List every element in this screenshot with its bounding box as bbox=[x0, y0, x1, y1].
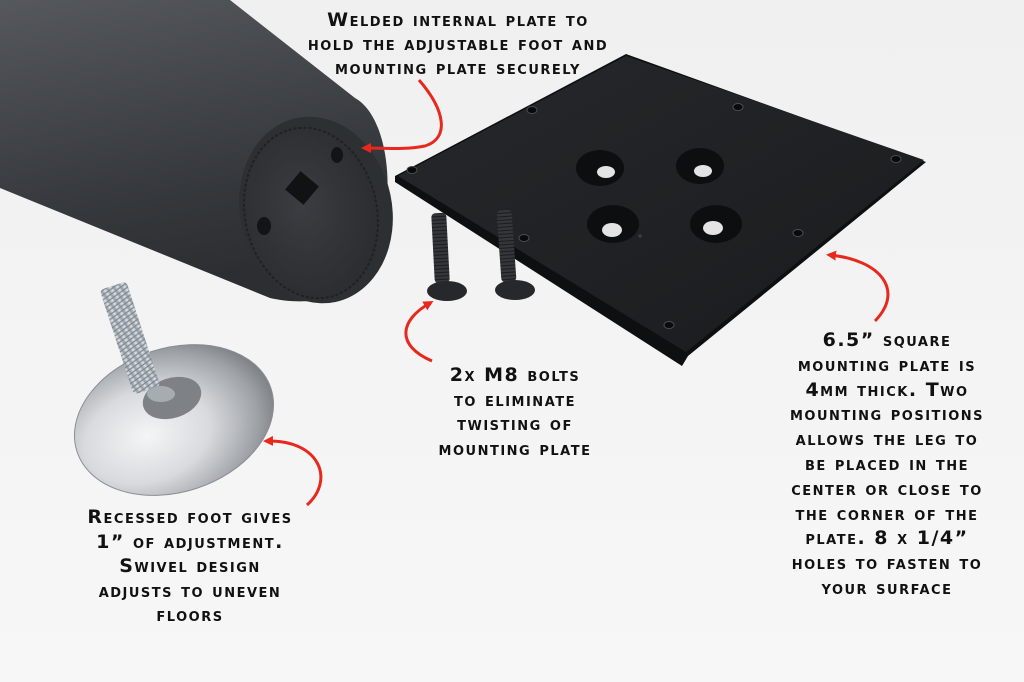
annotation-welded-plate: Welded internal plate to hold the adjust… bbox=[248, 8, 668, 80]
arrow-icon bbox=[361, 79, 443, 154]
annotation-line: 1” of adjustment. bbox=[96, 530, 284, 553]
annotation-bolts: 2x M8 bolts to eliminate twisting of mou… bbox=[400, 363, 630, 461]
annotation-line: plate. 8 x 1/4” bbox=[805, 527, 969, 550]
annotation-line: twisting of bbox=[457, 413, 573, 435]
annotation-line: 6.5” square bbox=[822, 329, 952, 351]
annotation-line: be placed in the bbox=[804, 452, 970, 475]
annotation-line: allows the leg to bbox=[795, 428, 979, 451]
annotation-line: hold the adjustable foot and bbox=[307, 33, 609, 55]
countersunk-hole-icon bbox=[690, 205, 742, 243]
annotation-line: mounting positions bbox=[789, 403, 985, 426]
bolt-left bbox=[427, 212, 467, 301]
annotation-line: mounting plate securely bbox=[335, 57, 581, 79]
table-leg bbox=[0, 0, 393, 304]
arrow-icon bbox=[404, 301, 434, 363]
annotation-line: Recessed foot gives bbox=[87, 506, 293, 528]
bolt-right bbox=[495, 209, 535, 300]
threaded-hole-icon bbox=[331, 147, 343, 163]
annotation-arrows bbox=[263, 79, 890, 507]
adjustable-foot bbox=[73, 282, 275, 496]
countersunk-hole-icon bbox=[587, 205, 639, 243]
annotation-line: mounting plate bbox=[438, 437, 592, 460]
square-hole-icon bbox=[285, 171, 319, 205]
annotation-mounting-plate: 6.5” square mounting plate is 4mm thick.… bbox=[755, 328, 1019, 601]
arrow-icon bbox=[826, 250, 890, 323]
annotation-foot: Recessed foot gives 1” of adjustment. Sw… bbox=[40, 505, 340, 628]
annotation-line: Welded internal plate to bbox=[327, 9, 589, 31]
countersunk-hole-icon bbox=[576, 150, 624, 186]
arrow-icon bbox=[263, 435, 323, 507]
annotation-line: your surface bbox=[821, 576, 953, 599]
annotation-line: 4mm thick. Two bbox=[805, 378, 969, 401]
annotation-line: Swivel design bbox=[119, 555, 261, 577]
annotation-line: floors bbox=[156, 604, 224, 626]
countersunk-hole-icon bbox=[676, 148, 724, 184]
annotation-line: 2x M8 bolts bbox=[449, 364, 581, 386]
mounting-plate bbox=[395, 54, 926, 366]
threaded-hole-icon bbox=[257, 217, 271, 235]
annotation-line: center or close to bbox=[791, 477, 983, 500]
annotation-line: mounting plate is bbox=[797, 353, 977, 376]
annotation-line: adjusts to uneven bbox=[98, 579, 282, 602]
annotation-line: holes to fasten to bbox=[791, 552, 983, 575]
annotation-line: the corner of the bbox=[795, 502, 979, 525]
annotation-line: to eliminate bbox=[454, 388, 576, 411]
